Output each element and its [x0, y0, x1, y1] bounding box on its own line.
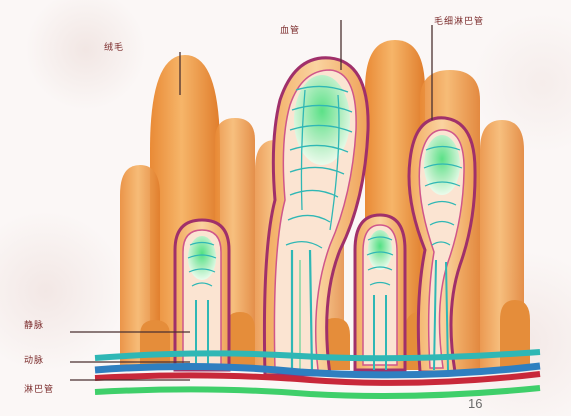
label-capillary-lymph: 毛细淋巴管: [434, 14, 484, 27]
label-vein: 静脉: [24, 318, 44, 331]
label-lacteal: 血管: [280, 23, 300, 36]
cutaway-villus-tall-center: [264, 58, 368, 375]
label-villus: 绒毛: [104, 40, 124, 53]
cutaway-villus-small-left: [175, 220, 229, 370]
cutaway-villus-small-right: [355, 215, 405, 370]
intestinal-villi-illustration: [0, 0, 571, 400]
label-lymph-vessel: 淋巴管: [24, 382, 54, 395]
label-artery: 动脉: [24, 353, 44, 366]
page-number: 16: [468, 396, 482, 411]
